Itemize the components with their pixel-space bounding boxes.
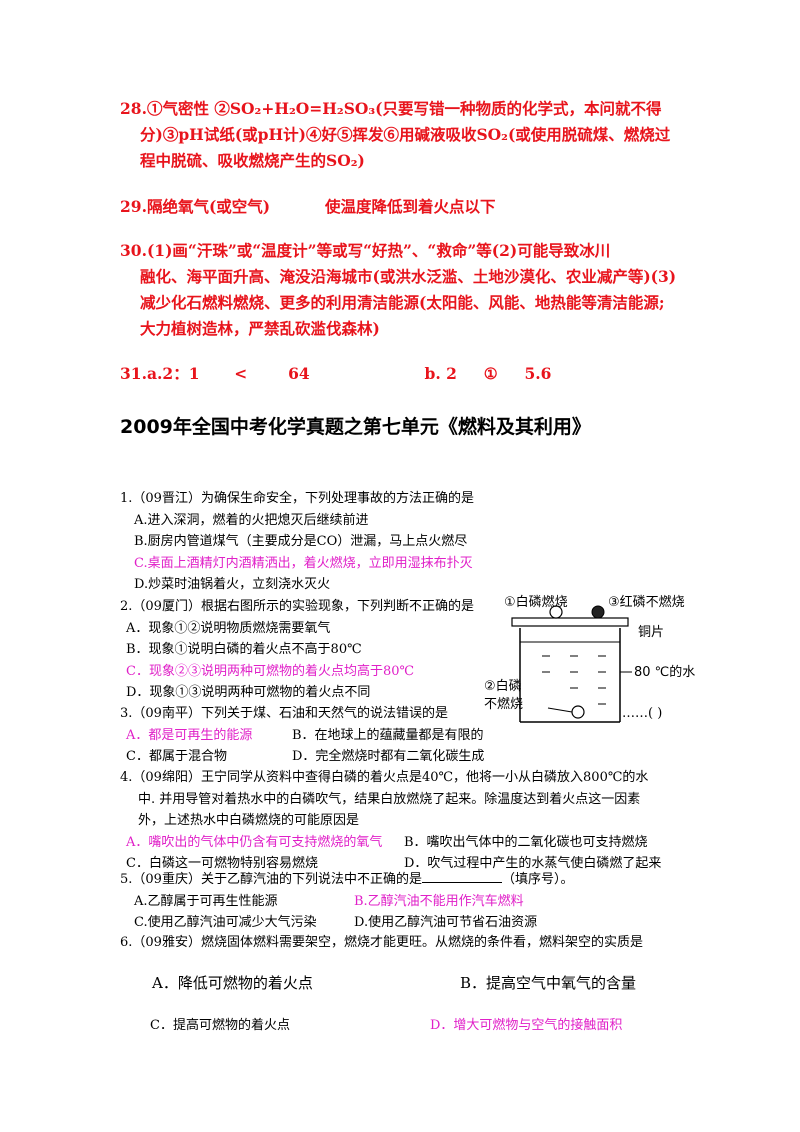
label-white-phosphorus-2a: ②白磷 <box>484 678 522 694</box>
answer-28-line2: 分)③pH试纸(或pH计)④好⑤挥发⑥用碱液吸收SO₂(或使用脱硫煤、燃烧过 <box>140 125 671 144</box>
answer-31-a: 31.a.2：1 <box>120 364 200 383</box>
q1-option-c: C.桌面上酒精灯内酒精洒出，着火燃烧，立即用湿抹布扑灭 <box>134 555 473 571</box>
question-1: 1.（09晋江）为确保生命安全，下列处理事故的方法正确的是 A.进入深洞，燃着的… <box>120 488 474 596</box>
q3-tail: ……( ) <box>622 706 663 721</box>
q3-option-d: D．完全燃烧时都有二氧化碳生成 <box>292 749 485 764</box>
answer-29-part1: 29.隔绝氧气(或空气) <box>120 197 271 216</box>
beaker <box>519 628 621 723</box>
answer-30: 30.(1)画“汗珠”或“温度计”等或写“好热”、“救命”等(2)可能导致冰川 … <box>120 238 676 342</box>
q4-line3: 外，上述热水中白磷燃烧的可能原因是 <box>138 813 360 828</box>
q2-option-a: A．现象①②说明物质燃烧需要氧气 <box>126 620 331 636</box>
question-3: 3.（09南平）下列关于煤、石油和天然气的说法错误的是 A．都是可再生的能源 B．… <box>120 703 484 768</box>
answer-31-circle: ① <box>483 364 498 383</box>
label-white-phosphorus-2b: 不燃烧 <box>484 696 523 712</box>
q5-tail: （填序号）。 <box>501 872 574 887</box>
answer-28-line3: 程中脱硫、吸收燃烧产生的SO₂) <box>140 151 365 170</box>
q2-option-b: B．现象①说明白磷的着火点不高于80℃ <box>126 642 362 657</box>
question-5: 5.（09重庆）关于乙醇汽油的下列说法中不正确的是 （填序号）。 A.乙醇属于可再… <box>120 868 573 934</box>
answer-31-lt: < <box>234 364 248 383</box>
answer-31-b: b. 2 <box>424 364 457 383</box>
q1-stem: 1.（09晋江）为确保生命安全，下列处理事故的方法正确的是 <box>120 491 474 506</box>
q4-line1: 4.（09绵阳）王宁同学从资料中查得白磷的着火点是40℃，他将一小从白磷放入80… <box>120 770 649 785</box>
answer-30-line1: 30.(1)画“汗珠”或“温度计”等或写“好热”、“救命”等(2)可能导致冰川 <box>120 241 611 260</box>
question-2: 2.（09厦门）根据右图所示的实验现象，下列判断不正确的是 A．现象①②说明物质… <box>120 596 474 704</box>
q3-option-c: C．都属于混合物 <box>126 749 227 764</box>
answer-30-line2: 融化、海平面升高、淹没沿海城市(或洪水泛滥、土地沙漠化、农业减产等)(3) <box>140 267 677 286</box>
label-red-phosphorus: ③红磷不燃烧 <box>608 594 685 610</box>
label-white-phosphorus-burn: ①白磷燃烧 <box>504 594 568 610</box>
label-water: 80 ℃的水 <box>634 664 695 680</box>
q5-option-b: B.乙醇汽油不能用作汽车燃料 <box>354 893 524 909</box>
label-copper: 铜片 <box>638 625 664 640</box>
answer-30-line3: 减少化石燃料燃烧、更多的利用清洁能源(太阳能、风能、地热能等清洁能源; <box>140 293 665 312</box>
q4-option-a: A．嘴吹出的气体中仍含有可支持燃烧的氧气 <box>126 834 383 850</box>
red-phosphorus <box>591 605 605 619</box>
question-4: 4.（09绵阳）王宁同学从资料中查得白磷的着火点是40℃，他将一小从白磷放入80… <box>120 767 661 875</box>
answer-31-64: 64 <box>288 364 310 383</box>
copper-plate <box>511 617 629 627</box>
answer-31: 31.a.2：1 < 64 b. 2 ① 5.6 <box>120 361 720 387</box>
phosphorus2-pointer <box>547 707 573 713</box>
q4-option-c: C．白磷这一可燃物特别容易燃烧 <box>126 856 318 871</box>
q5-option-c: C.使用乙醇汽油可减少大气污染 <box>134 915 317 930</box>
q4-line2: 中. 并用导管对着热水中的白磷吹气，结果白放燃烧了起来。除温度达到着火点这一因素 <box>138 791 641 807</box>
answer-29-part2: 使温度降低到着火点以下 <box>324 197 496 216</box>
answer-28: 28.①气密性 ②SO₂+H₂O=H₂SO₃(只要写错一种物质的化学式，本问就不… <box>120 96 670 174</box>
experiment-figure: ①白磷燃烧 ③红磷不燃烧 铜片 80 ℃的水 ②白磷 不燃烧 <box>484 594 695 723</box>
q5-option-d: D.使用乙醇汽油可节省石油资源 <box>354 915 538 930</box>
q1-option-a: A.进入深洞，燃着的火把熄灭后继续前进 <box>134 512 369 528</box>
q1-option-b: B.厨房内管道煤气（主要成分是CO）泄漏，马上点火燃尽 <box>134 534 468 549</box>
answer-30-line4: 大力植树造林，严禁乱砍滥伐森林) <box>140 319 380 338</box>
white-phosphorus-2 <box>571 705 585 719</box>
answer-29: 29.隔绝氧气(或空气) 使温度降低到着火点以下 <box>120 194 495 220</box>
q3-option-a: A．都是可再生的能源 <box>126 727 253 743</box>
q5-stem: 5.（09重庆）关于乙醇汽油的下列说法中不正确的是 <box>120 872 422 887</box>
q4-option-d: D．吹气过程中产生的水蒸气使白磷燃了起来 <box>404 856 662 871</box>
q2-stem: 2.（09厦门）根据右图所示的实验现象，下列判断不正确的是 <box>120 599 474 614</box>
q2-option-c: C．现象②③说明两种可燃物的着火点均高于80℃ <box>126 663 415 679</box>
white-phosphorus-1 <box>549 605 563 619</box>
q3-option-b: B．在地球上的蕴藏量都是有限的 <box>292 727 484 743</box>
q4-option-b: B．嘴吹出气体中的二氧化碳也可支持燃烧 <box>404 834 648 850</box>
q1-option-d: D.炒菜时油锅着火，立刻浇水灭火 <box>134 577 331 592</box>
q6-option-d: D．增大可燃物与空气的接触面积 <box>430 1018 623 1033</box>
q6-option-c: C．提高可燃物的着火点 <box>150 1018 290 1033</box>
section-title: 2009年全国中考化学真题之第七单元《燃料及其利用》 <box>120 416 591 438</box>
q3-stem: 3.（09南平）下列关于煤、石油和天然气的说法错误的是 <box>120 706 448 721</box>
q5-option-a: A.乙醇属于可再生性能源 <box>134 893 278 909</box>
q6-option-b: B．提高空气中氧气的含量 <box>460 974 637 992</box>
q6-option-a: A．降低可燃物的着火点 <box>152 974 313 992</box>
q2-option-d: D．现象①③说明两种可燃物的着火点不同 <box>126 685 371 700</box>
q6-stem: 6.（09雅安）燃烧固体燃料需要架空，燃烧才能更旺。从燃烧的条件看，燃料架空的实… <box>120 935 643 950</box>
answer-28-line1: 28.①气密性 ②SO₂+H₂O=H₂SO₃(只要写错一种物质的化学式，本问就不… <box>120 99 662 118</box>
water-dashes <box>542 655 606 705</box>
answer-31-56: 5.6 <box>524 364 552 383</box>
q5-answer-blank <box>421 868 502 883</box>
